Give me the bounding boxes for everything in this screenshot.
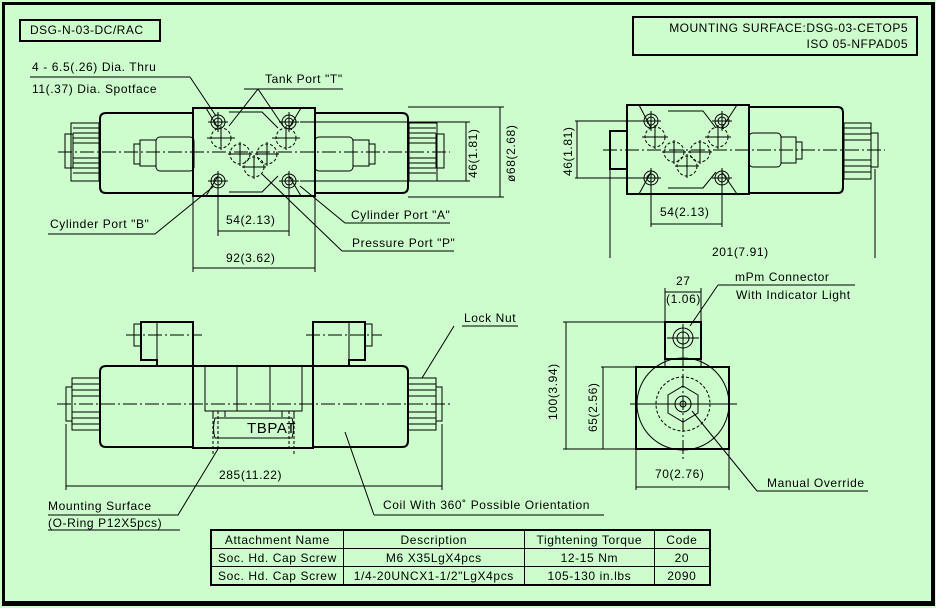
single-view-dimensions [575, 120, 876, 258]
attachment-table: Attachment Name Description Tightening T… [210, 529, 711, 586]
table-row: Soc. Hd. Cap Screw M6 X35LgX4pcs 12-15 N… [210, 548, 711, 567]
cell-code: 2090 [653, 566, 711, 586]
bolt-holes-label-2: 11(.37) Dia. Spotface [32, 82, 157, 96]
cell-tightening-torque: 12-15 Nm [523, 548, 655, 567]
dim-total-height: 100(3.94) [546, 363, 560, 420]
dim-connector-width-inch: (1.06) [666, 292, 701, 306]
top-view [30, 76, 504, 272]
port-markings: TBPAT [247, 420, 296, 437]
cell-description: 1/4-20UNCX1-1/2"LgX4pcs [342, 566, 525, 586]
dim-bolt-height-single: 46(1.81) [561, 127, 575, 177]
bolt-holes-label-1: 4 - 6.5(.26) Dia. Thru [32, 60, 156, 74]
front-left-coil [99, 365, 193, 448]
single-solenoid-view [575, 104, 885, 258]
right-connector [312, 321, 366, 367]
dim-bolt-spacing-top: 54(2.13) [226, 213, 276, 227]
cell-attachment-name: Soc. Hd. Cap Screw [210, 566, 344, 586]
mounting-surface-box: MOUNTING SURFACE:DSG-03-CETOP5 ISO 05-NF… [632, 16, 918, 56]
dim-overall-length-single: 201(7.91) [712, 245, 769, 259]
tank-port-label: Tank Port "T" [265, 72, 343, 86]
top-view-leaders [30, 76, 454, 252]
mounting-surface-line1: MOUNTING SURFACE:DSG-03-CETOP5 [669, 21, 908, 35]
mounting-surface-label-1: Mounting Surface [48, 499, 152, 513]
front-view [48, 321, 604, 531]
mounting-surface-label-2: (O-Ring P12X5pcs) [48, 516, 162, 530]
dim-body-height: 65(2.56) [586, 383, 600, 433]
cell-attachment-name: Soc. Hd. Cap Screw [210, 548, 344, 567]
dim-body-width-end: 70(2.76) [655, 467, 705, 481]
header-attachment-name: Attachment Name [210, 529, 344, 549]
left-connector [140, 321, 194, 367]
table-header-row: Attachment Name Description Tightening T… [210, 529, 711, 549]
end-view-dimensions [563, 284, 868, 492]
header-code: Code [653, 529, 711, 549]
lock-nut-label: Lock Nut [464, 311, 516, 325]
cylinder-port-b-label: Cylinder Port "B" [50, 217, 149, 231]
connector-label-2: With Indicator Light [736, 288, 851, 302]
dim-overall-length-front: 285(11.22) [219, 468, 282, 482]
cell-tightening-torque: 105-130 in.lbs [523, 566, 655, 586]
header-tightening-torque: Tightening Torque [523, 529, 655, 549]
mounting-surface-line2: ISO 05-NFPAD05 [806, 37, 908, 51]
front-view-dimensions [48, 325, 604, 531]
manual-override-label: Manual Override [767, 476, 865, 490]
header-description: Description [342, 529, 525, 549]
front-right-coil [313, 365, 409, 448]
model-number-box: DSG-N-03-DC/RAC [19, 19, 161, 42]
dim-connector-width: 27 [676, 274, 691, 288]
dim-bolt-spacing-single: 54(2.13) [660, 205, 710, 219]
right-coil-outline [315, 112, 409, 194]
model-number: DSG-N-03-DC/RAC [30, 23, 144, 37]
mounting-ports-outline [213, 417, 294, 439]
end-view [563, 284, 868, 492]
dim-body-width-top: 92(3.62) [226, 251, 276, 265]
dim-bolt-height-top: 46(1.81) [466, 129, 480, 179]
dim-coil-diameter: ø68(2.68) [504, 125, 518, 182]
cell-description: M6 X35LgX4pcs [342, 548, 525, 567]
left-coil-outline [99, 112, 193, 194]
cylinder-port-a-label: Cylinder Port "A" [351, 208, 450, 222]
top-view-dimensions [192, 106, 504, 272]
cell-code: 20 [653, 548, 711, 567]
table-row: Soc. Hd. Cap Screw 1/4-20UNCX1-1/2"LgX4p… [210, 566, 711, 586]
single-lock-nut [843, 122, 872, 180]
pressure-port-label: Pressure Port "P" [352, 236, 455, 250]
connector-label-1: mPm Connector [735, 270, 830, 284]
coil-orientation-label: Coil With 360˚ Possible Orientation [383, 498, 590, 512]
